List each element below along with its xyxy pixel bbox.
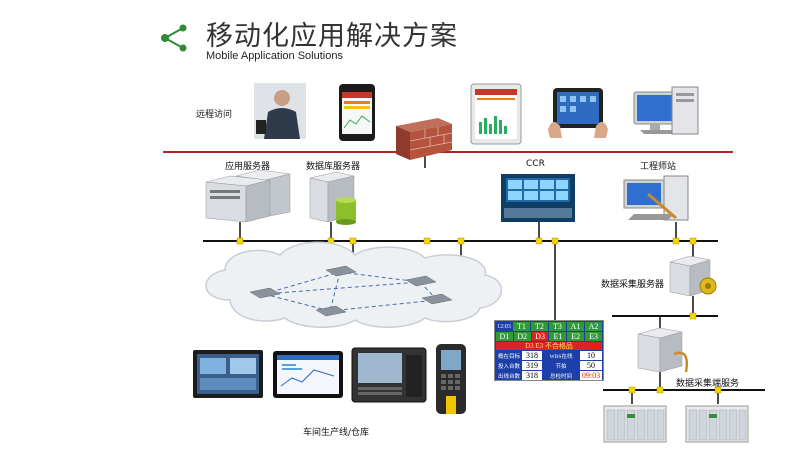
ccr-control-room-photo xyxy=(501,174,575,222)
panel-e3: E3 xyxy=(584,332,602,341)
tablet-icon xyxy=(470,83,522,145)
database-server-icon xyxy=(309,171,356,225)
engineer-station-icon xyxy=(623,175,689,221)
desktop-pc-icon xyxy=(633,86,699,135)
page-title: 移动化应用解决方案 xyxy=(206,21,458,52)
label-data-collection-end: 数据采集端服务 xyxy=(676,379,740,389)
label-db-server: 数据库服务器 xyxy=(306,162,361,172)
panel-row-label: 投入台数 xyxy=(497,363,520,370)
panel-d2: D2 xyxy=(512,332,531,341)
remote-user-photo xyxy=(254,83,306,139)
label-app-server: 应用服务器 xyxy=(225,162,271,172)
smartphone-icon xyxy=(339,84,375,141)
ipad-icon xyxy=(548,88,608,138)
panel-row-value2: 10 xyxy=(580,351,602,360)
label-engineer-station: 工程师站 xyxy=(640,162,677,172)
handheld-scanner-icon xyxy=(436,344,466,414)
collection-end-server-icon xyxy=(637,327,688,373)
panel-row-label: 出线台数 xyxy=(497,373,520,380)
panel-row-label: 概在目标 xyxy=(497,353,520,360)
panel-row-label2: 节拍 xyxy=(555,363,567,370)
panel-row-value: 318 xyxy=(522,351,542,360)
firewall-icon xyxy=(396,118,453,160)
app-server-icon xyxy=(205,169,291,223)
panel-clock: 12:03 xyxy=(496,322,512,331)
panel-row-value: 318 xyxy=(522,371,542,380)
panel-row-label2: WBS在线 xyxy=(549,353,573,360)
panel-alert: D3 E3 不合格品 xyxy=(496,342,602,350)
panel-e1: E1 xyxy=(548,332,567,341)
plc-rack-left-icon xyxy=(603,405,667,443)
panel-e2: E2 xyxy=(566,332,585,341)
panel-a1: A1 xyxy=(566,322,584,331)
panel-row-value: 319 xyxy=(522,361,542,370)
panel-a2: A2 xyxy=(584,322,602,331)
workshop-tablet-icon xyxy=(273,351,343,398)
panel-row-value2: 50 xyxy=(580,361,602,370)
panel-t2: T2 xyxy=(530,322,548,331)
label-ccr: CCR xyxy=(526,159,545,169)
page-subtitle: Mobile Application Solutions xyxy=(206,50,343,62)
panel-t1: T1 xyxy=(512,322,530,331)
plc-rack-right-icon xyxy=(685,405,749,443)
data-collection-server-icon xyxy=(669,255,717,297)
label-data-collection-server: 数据采集服务器 xyxy=(601,280,665,290)
label-remote-access: 远程访问 xyxy=(196,110,233,120)
panel-d1: D1 xyxy=(496,332,513,341)
share-logo-icon xyxy=(161,24,187,52)
panel-row-value2: 09:03 xyxy=(580,371,602,380)
panel-d3: D3 xyxy=(530,332,549,341)
hmi-panel-icon xyxy=(193,350,263,398)
network-nodes xyxy=(236,148,722,394)
rugged-terminal-icon xyxy=(351,347,427,403)
andon-monitor-panel: 12:03 T1 T2 T3 A1 A2 D1 D2 D3 E1 E2 E3 D… xyxy=(494,320,604,381)
label-workshop: 车间生产线/仓库 xyxy=(303,428,370,438)
panel-t3: T3 xyxy=(548,322,566,331)
panel-row-label2: 总检时间 xyxy=(549,373,572,380)
network-cloud xyxy=(205,241,503,328)
